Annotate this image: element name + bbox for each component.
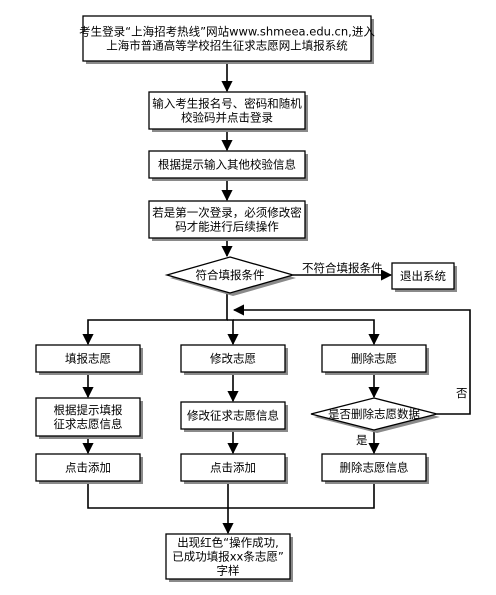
result-node-box [165,533,291,580]
condition-decision: 符合填报条件 [164,256,296,296]
modify-node: 修改志愿 [180,344,288,375]
edge-branch-delete [233,319,380,346]
verify-node-label: 根据提示输入其他校验信息 [158,158,296,172]
modify-node-box [180,344,286,373]
delete-node: 删除志愿 [321,344,429,375]
start-node-label: 考生登录“上海招考热线”网站www.shmeea.edu.cn,进入 [79,25,375,39]
condition-decision-shape [164,256,296,294]
edge-label-not-eligible: 不符合填报条件 [302,261,383,275]
modify-info-node-box [180,401,286,430]
exit-node: 退出系统 [391,262,457,292]
login-node-label: 输入考生报名号、密码和随机 [152,97,302,111]
fill-info-node-label: 征求志愿信息 [54,417,123,431]
delete-check-decision-shape [310,397,438,431]
modify-node-label: 修改志愿 [210,352,256,366]
fill-info-node-label: 根据提示填报 [54,403,123,417]
fill-node: 填报志愿 [35,344,143,375]
edge-deleteinfo-merge [228,481,375,509]
edge-check-no-loop [232,304,471,415]
delete-info-node: 删除志愿信息 [321,453,429,484]
fill-node-label: 填报志愿 [65,352,111,366]
condition-decision-label: 符合填报条件 [196,268,265,282]
modify-add-node-label: 点击添加 [210,461,256,475]
modify-add-node: 点击添加 [180,453,288,484]
verify-node: 根据提示输入其他校验信息 [148,150,308,181]
fill-add-node: 点击添加 [35,453,143,484]
login-node-label: 校验码并点击登录 [181,111,273,125]
edge-filladd-merge [87,481,228,509]
start-node: 考生登录“上海招考热线”网站www.shmeea.edu.cn,进入上海市普通高… [79,15,375,64]
exit-node-box [391,262,455,290]
nodes: 考生登录“上海招考热线”网站www.shmeea.edu.cn,进入上海市普通高… [35,15,457,582]
connectors [82,61,471,535]
start-node-label: 上海市普通高等学校招生征求志愿网上填报系统 [106,39,348,53]
verify-node-box [148,150,306,179]
modify-add-node-box [180,453,286,482]
modify-info-node-label: 修改征求志愿信息 [187,409,279,423]
modify-info-node: 修改征求志愿信息 [180,401,288,432]
result-node-label: 已成功填报xx条志愿” [172,550,284,564]
delete-node-label: 删除志愿 [351,352,397,366]
delete-check-decision: 是否删除志愿数据 [310,397,440,433]
edge-label-yes: 是 [356,433,368,447]
result-node: 出现红色“操作成功,已成功填报xx条志愿”字样 [165,533,293,582]
first-login-node-box [148,200,306,239]
login-node-box [148,91,306,130]
delete-node-box [321,344,427,373]
result-node-label: 字样 [217,564,240,578]
result-node-label: 出现红色“操作成功, [177,536,279,550]
edge-branch-fill [82,293,228,346]
fill-info-node-box [35,397,141,437]
delete-info-node-box [321,453,427,482]
fill-add-node-box [35,453,141,482]
delete-info-node-label: 删除志愿信息 [340,461,409,475]
fill-add-node-label: 点击添加 [65,461,111,475]
fill-node-box [35,344,141,373]
start-node-box [82,15,372,62]
edge-branch-modify [227,319,239,346]
delete-check-decision-label: 是否删除志愿数据 [328,407,420,421]
first-login-node-label: 若是第一次登录，必须修改密 [152,206,302,220]
exit-node-label: 退出系统 [400,269,446,283]
edge-label-no: 否 [456,386,468,400]
first-login-node-label: 码才能进行后续操作 [175,220,279,234]
